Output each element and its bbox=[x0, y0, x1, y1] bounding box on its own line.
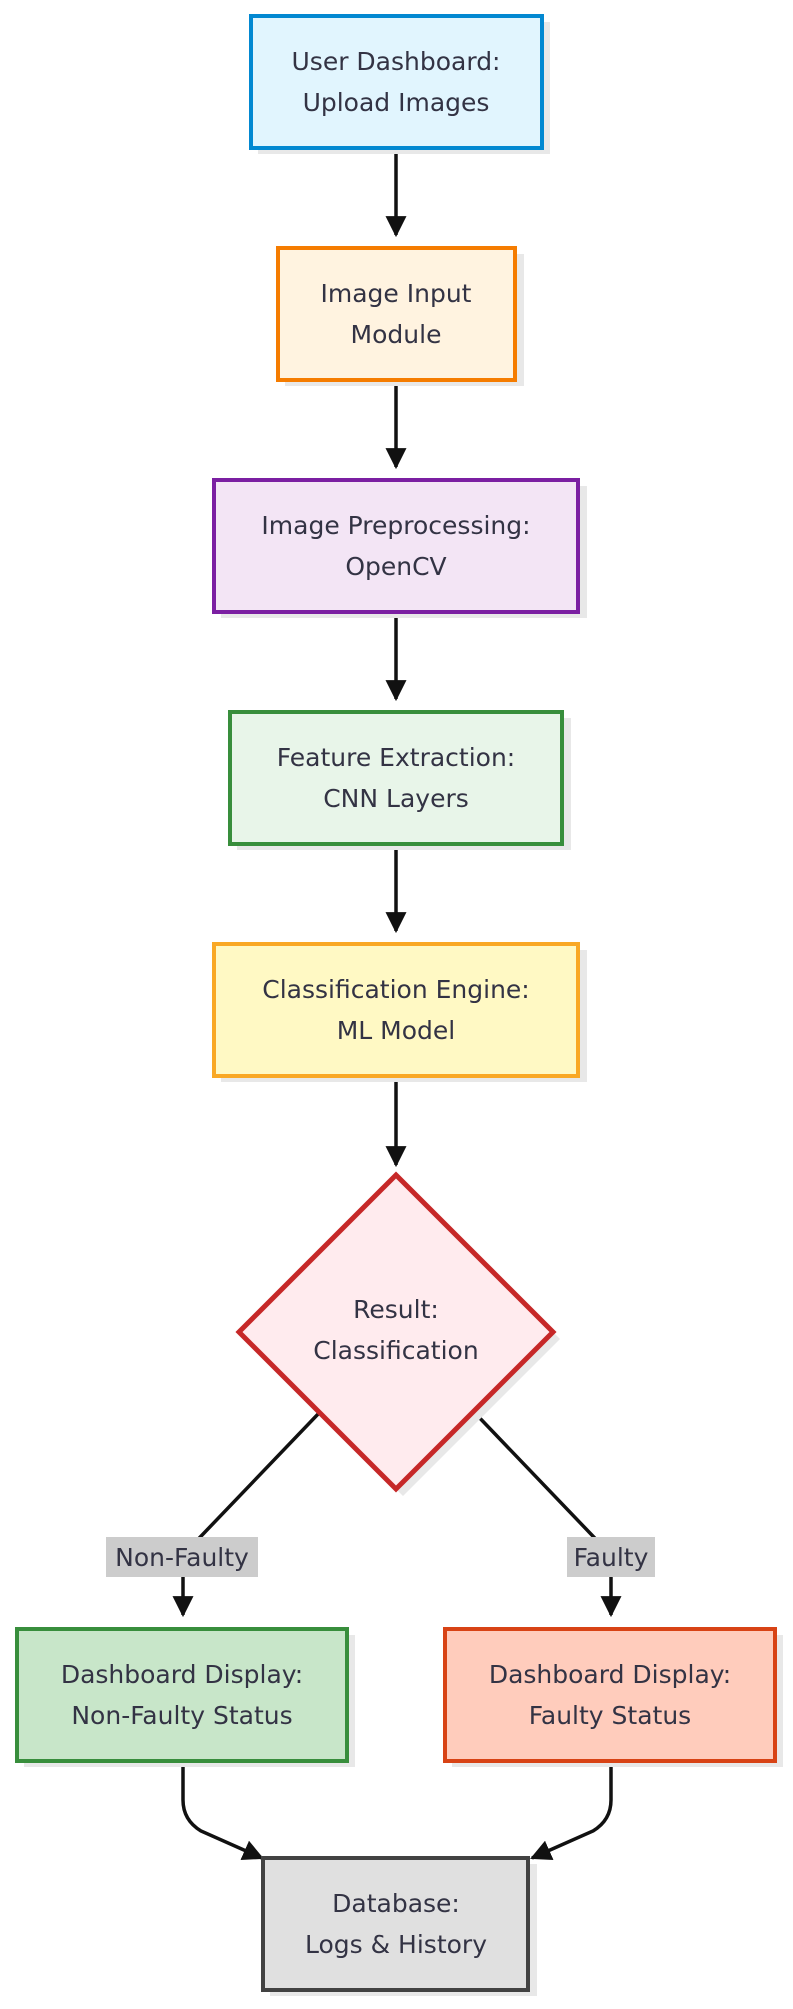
edge-label-non-faulty-bg bbox=[106, 1537, 258, 1577]
node-display-faulty: Dashboard Display: Faulty Status bbox=[443, 1627, 783, 1767]
node-classification-engine-box bbox=[212, 942, 580, 1078]
edge-display-fault-to-database bbox=[530, 1764, 613, 1860]
node-user-dashboard: User Dashboard: Upload Images bbox=[249, 14, 550, 154]
node-user-dashboard-line1: User Dashboard: bbox=[292, 47, 501, 76]
node-image-input-line1: Image Input bbox=[321, 279, 472, 308]
node-result-decision-diamond bbox=[235, 1171, 557, 1493]
node-database-box bbox=[261, 1856, 530, 1992]
node-display-non-faulty-line2: Non-Faulty Status bbox=[71, 1701, 292, 1730]
node-image-preprocessing-box bbox=[212, 478, 580, 614]
node-display-faulty-box bbox=[443, 1627, 777, 1763]
node-display-faulty-line2: Faulty Status bbox=[529, 1701, 691, 1730]
edge-label-faulty-text: Faulty bbox=[574, 1543, 649, 1572]
node-image-input-line2: Module bbox=[351, 320, 442, 349]
edge-label-non-faulty: Non-Faulty bbox=[106, 1537, 258, 1577]
node-result-decision-line2: Classification bbox=[313, 1336, 478, 1365]
node-database: Database: Logs & History bbox=[261, 1856, 537, 1996]
node-image-preprocessing: Image Preprocessing: OpenCV bbox=[212, 478, 587, 618]
edge-display-ok-to-database bbox=[181, 1764, 264, 1860]
edge-label-faulty: Faulty bbox=[567, 1537, 655, 1577]
node-feature-extraction-line2: CNN Layers bbox=[323, 784, 469, 813]
node-image-preprocessing-line1: Image Preprocessing: bbox=[261, 511, 530, 540]
node-display-non-faulty: Dashboard Display: Non-Faulty Status bbox=[15, 1627, 355, 1767]
node-classification-engine: Classification Engine: ML Model bbox=[212, 942, 587, 1082]
node-classification-engine-line2: ML Model bbox=[337, 1016, 456, 1045]
node-image-input: Image Input Module bbox=[276, 246, 524, 386]
node-result-decision: Result: Classification bbox=[235, 1171, 560, 1496]
node-image-preprocessing-line2: OpenCV bbox=[345, 552, 446, 581]
edge-label-faulty-bg bbox=[567, 1537, 655, 1577]
node-database-line1: Database: bbox=[332, 1889, 460, 1918]
node-display-non-faulty-box bbox=[15, 1627, 349, 1763]
node-result-decision-line1: Result: bbox=[353, 1295, 439, 1324]
node-feature-extraction-line1: Feature Extraction: bbox=[277, 743, 515, 772]
node-feature-extraction: Feature Extraction: CNN Layers bbox=[228, 710, 571, 850]
edge-result-to-display-fault bbox=[472, 1410, 622, 1618]
edge-result-to-display-ok bbox=[172, 1410, 322, 1618]
node-user-dashboard-box bbox=[249, 14, 544, 150]
node-database-line2: Logs & History bbox=[305, 1930, 487, 1959]
node-feature-extraction-box bbox=[228, 710, 564, 846]
edge-label-non-faulty-text: Non-Faulty bbox=[115, 1543, 249, 1572]
node-user-dashboard-line2: Upload Images bbox=[303, 88, 490, 117]
node-display-faulty-line1: Dashboard Display: bbox=[489, 1660, 731, 1689]
node-display-non-faulty-line1: Dashboard Display: bbox=[61, 1660, 303, 1689]
node-image-input-box bbox=[276, 246, 517, 382]
node-classification-engine-line1: Classification Engine: bbox=[262, 975, 529, 1004]
